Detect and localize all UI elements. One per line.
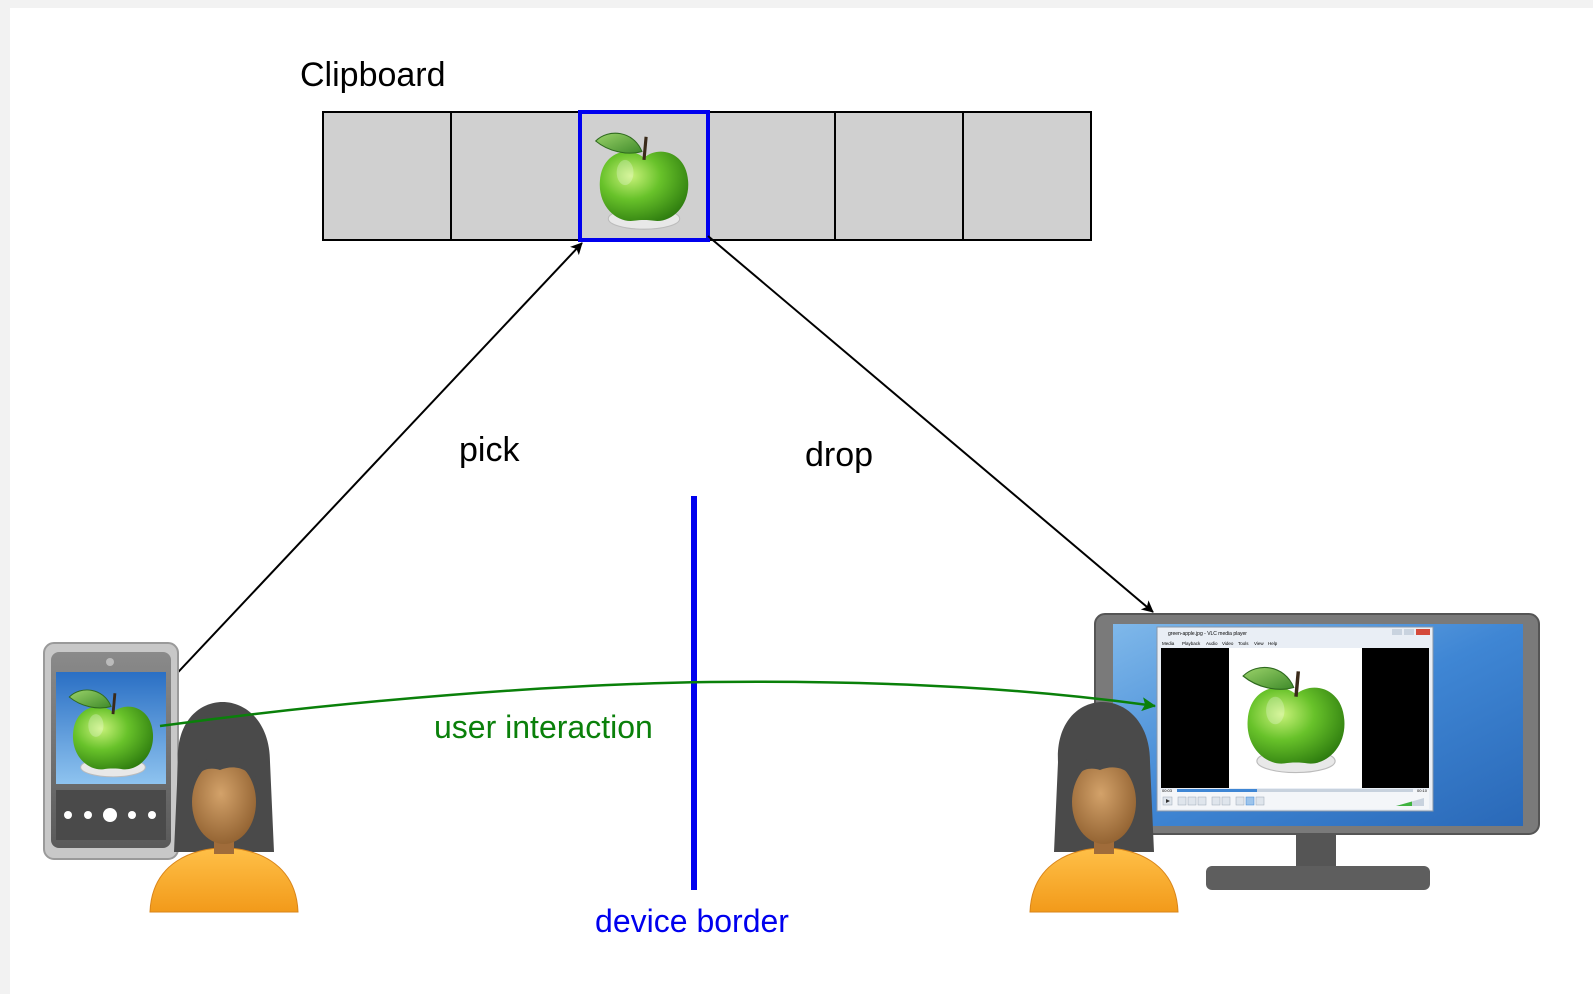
clipboard-slot-5[interactable] — [835, 112, 963, 240]
selected-slot-highlight — [578, 110, 710, 242]
media-player-menu: Media Playback Audio Video Tools View He… — [1162, 641, 1278, 646]
seek-bar[interactable] — [1177, 789, 1413, 792]
clipboard-slot-1[interactable] — [323, 112, 451, 240]
pick-label: pick — [459, 431, 520, 469]
playlist-button[interactable] — [1221, 796, 1231, 806]
stop-button[interactable] — [1187, 796, 1197, 806]
phone-icon — [43, 642, 179, 860]
next-button[interactable] — [1197, 796, 1207, 806]
seek-bar-progress — [1177, 789, 1257, 792]
time-elapsed: 00:03 — [1162, 788, 1173, 793]
shuffle-button[interactable] — [1255, 796, 1265, 806]
menu-audio[interactable]: Audio — [1206, 641, 1218, 646]
clipboard-strip — [322, 110, 1092, 242]
volume-slider[interactable] — [1396, 798, 1424, 806]
user-interaction-label: user interaction — [434, 709, 653, 745]
media-player-window: green-apple.jpg - VLC media player Media… — [1156, 626, 1434, 812]
clipboard-slot-4[interactable] — [707, 112, 835, 240]
user-interaction-arrow — [159, 680, 1156, 728]
previous-button[interactable] — [1177, 796, 1187, 806]
letterbox-right — [1362, 648, 1429, 788]
clipboard-slot-2[interactable] — [451, 112, 579, 240]
monitor-icon: green-apple.jpg - VLC media player Media… — [1094, 613, 1540, 890]
drop-label: drop — [805, 436, 873, 474]
loop-button[interactable] — [1245, 796, 1255, 806]
volume-level — [1396, 801, 1412, 806]
menu-video[interactable]: Video — [1222, 641, 1234, 646]
minimize-button[interactable] — [1392, 629, 1402, 635]
clipboard-slot-6[interactable] — [963, 112, 1091, 240]
extended-settings-button[interactable] — [1235, 796, 1245, 806]
maximize-button[interactable] — [1404, 629, 1414, 635]
time-total: 00:10 — [1417, 788, 1428, 793]
fullscreen-button[interactable] — [1211, 796, 1221, 806]
menu-help[interactable]: Help — [1268, 641, 1278, 646]
menu-media[interactable]: Media — [1162, 641, 1175, 646]
device-border-label: device border — [595, 903, 789, 939]
close-button[interactable] — [1416, 629, 1430, 635]
drop-arrow — [707, 235, 1154, 613]
clipboard-label: Clipboard — [300, 56, 446, 94]
letterbox-left — [1161, 648, 1229, 788]
pick-arrow — [149, 242, 583, 703]
media-player-title: green-apple.jpg - VLC media player — [1168, 631, 1247, 637]
clipboard-slot-selected[interactable] — [578, 110, 710, 242]
menu-tools[interactable]: Tools — [1238, 641, 1249, 646]
menu-view[interactable]: View — [1254, 641, 1264, 646]
menu-playback[interactable]: Playback — [1182, 641, 1201, 646]
